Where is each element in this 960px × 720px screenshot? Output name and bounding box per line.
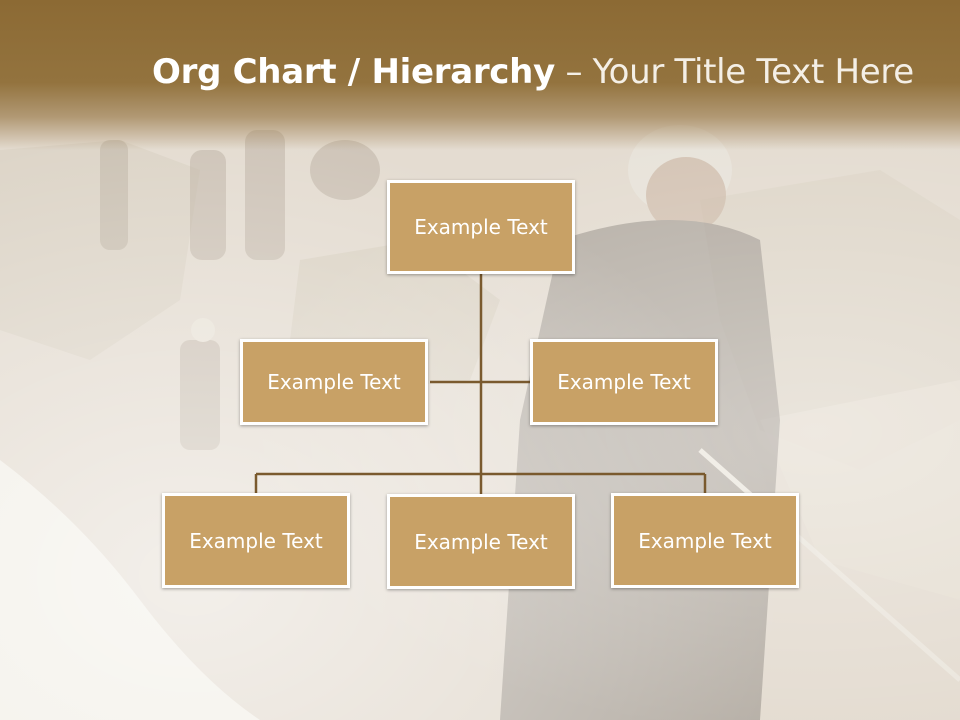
- org-node-mid-right-label: Example Text: [557, 370, 691, 394]
- org-node-top-label: Example Text: [414, 215, 548, 239]
- org-node-mid-left[interactable]: Example Text: [240, 339, 428, 425]
- title-subtitle: Your Title Text Here: [592, 52, 915, 92]
- org-node-bottom-center[interactable]: Example Text: [387, 494, 575, 589]
- slide-title: Org Chart / Hierarchy – Your Title Text …: [152, 52, 942, 92]
- title-separator: –: [554, 52, 593, 92]
- org-node-bottom-left-label: Example Text: [189, 528, 323, 553]
- org-node-mid-right[interactable]: Example Text: [530, 339, 718, 425]
- title-bold: Org Chart / Hierarchy: [152, 52, 555, 92]
- org-node-bottom-right[interactable]: Example Text: [611, 493, 799, 588]
- org-node-bottom-right-label: Example Text: [638, 528, 772, 553]
- title-band: [0, 0, 960, 150]
- org-node-mid-left-label: Example Text: [267, 370, 401, 394]
- org-node-bottom-left[interactable]: Example Text: [162, 493, 350, 588]
- org-node-bottom-center-label: Example Text: [414, 529, 548, 554]
- org-node-top[interactable]: Example Text: [387, 180, 575, 274]
